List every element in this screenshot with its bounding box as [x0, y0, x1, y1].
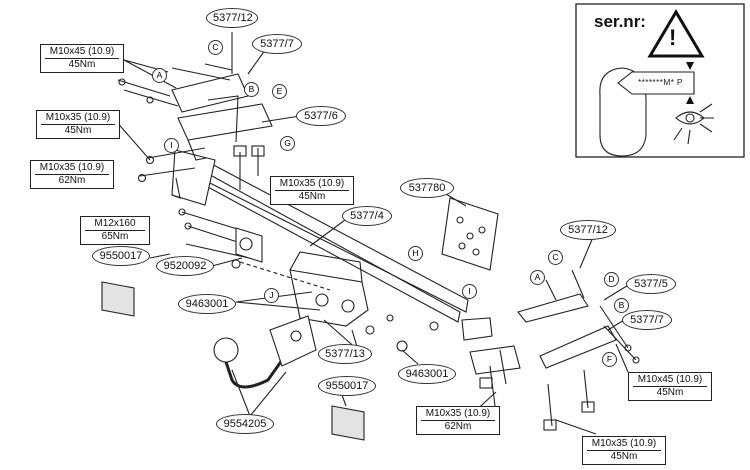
bolt-spec-box: M12x160 65Nm [80, 216, 150, 245]
callout-letter-g: G [280, 136, 295, 151]
callout-letter-b: B [244, 82, 259, 97]
bolt-size: M12x160 [85, 218, 145, 231]
part-label-9550017-left: 9550017 [92, 246, 150, 266]
bolt-size: M10x35 (10.9) [275, 178, 349, 191]
part-label-9520092: 9520092 [156, 256, 214, 276]
eye-icon [684, 120, 685, 121]
part-label-5377-5: 5377/5 [626, 274, 676, 294]
bolt-size: M10x35 (10.9) [421, 408, 495, 421]
bolt-spec-box: M10x35 (10.9) 62Nm [30, 160, 114, 189]
part-label-537780: 537780 [400, 178, 454, 198]
part-label-5377-7-right: 5377/7 [622, 310, 672, 330]
serial-number-code: *******M* P [638, 77, 683, 87]
torque-value: 45Nm [656, 387, 684, 398]
part-label-5377-13: 5377/13 [318, 344, 372, 364]
bolt-size: M10x35 (10.9) [35, 162, 109, 175]
bolt-spec-box: M10x35 (10.9) 62Nm [416, 406, 500, 435]
bolt-size: M10x35 (10.9) [587, 438, 661, 451]
callout-letter-a: A [152, 68, 167, 83]
part-label-5377-12-right: 5377/12 [560, 220, 616, 240]
callout-letter-e: E [272, 84, 287, 99]
part-label-5377-4: 5377/4 [342, 206, 392, 226]
serial-number-title: ser.nr: [594, 12, 646, 31]
callout-letter-d: D [604, 272, 619, 287]
callout-letter-i: I [462, 284, 477, 299]
callout-letter-f: F [602, 352, 617, 367]
bolt-size: M10x35 (10.9) [41, 112, 115, 125]
callout-letter-a: A [530, 270, 545, 285]
warning-icon: ! [669, 25, 677, 50]
torque-value: 62Nm [58, 175, 86, 186]
callout-letter-j: J [264, 288, 279, 303]
torque-value: 65Nm [101, 231, 129, 242]
callout-letter-c: C [208, 40, 223, 55]
torque-value: 62Nm [444, 421, 472, 432]
torque-value: 45Nm [68, 59, 96, 70]
bolt-size: M10x45 (10.9) [45, 46, 119, 59]
callout-letter-i: I [164, 138, 179, 153]
torque-value: 45Nm [298, 191, 326, 202]
bolt-spec-box: M10x45 (10.9) 45Nm [628, 372, 712, 401]
callout-letter-b: B [614, 298, 629, 313]
part-label-9554205: 9554205 [216, 414, 274, 434]
part-label-9463001-right: 9463001 [398, 364, 456, 384]
torque-value: 45Nm [610, 451, 638, 462]
torque-value: 45Nm [64, 125, 92, 136]
bolt-spec-box: M10x35 (10.9) 45Nm [36, 110, 120, 139]
part-label-9463001-left: 9463001 [178, 294, 236, 314]
bolt-spec-box: M10x45 (10.9) 45Nm [40, 44, 124, 73]
part-label-5377-7-top: 5377/7 [252, 34, 302, 54]
part-label-5377-12-top: 5377/12 [206, 8, 258, 28]
bolt-spec-box: M10x35 (10.9) 45Nm [270, 176, 354, 205]
bolt-spec-box: M10x35 (10.9) 45Nm [582, 436, 666, 465]
bolt-size: M10x45 (10.9) [633, 374, 707, 387]
callout-letter-c: C [548, 250, 563, 265]
part-label-9550017-bottom: 9550017 [318, 376, 376, 396]
callout-letter-h: H [408, 246, 423, 261]
part-label-5377-6: 5377/6 [296, 106, 346, 126]
